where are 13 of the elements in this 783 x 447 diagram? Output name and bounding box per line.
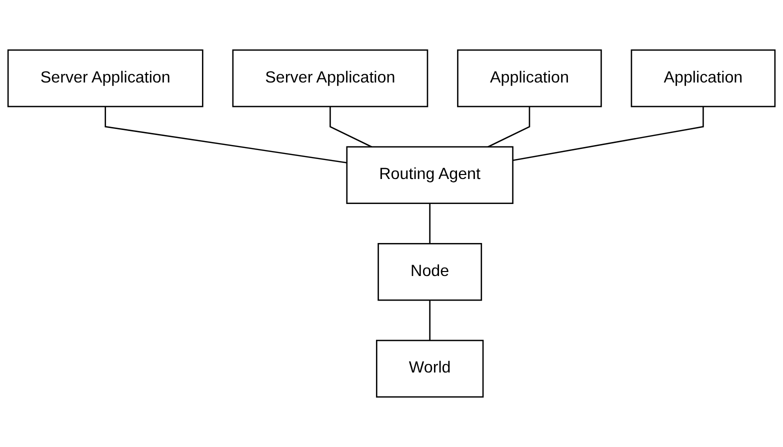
connector — [488, 106, 530, 148]
connector — [512, 106, 704, 162]
connector — [330, 106, 372, 148]
node-box: World — [376, 340, 484, 398]
node-box: Server Application — [232, 49, 428, 108]
node-box: Application — [630, 49, 776, 108]
node-box: Server Application — [7, 49, 204, 108]
node-box: Routing Agent — [346, 146, 514, 204]
node-box: Node — [378, 243, 482, 301]
connector — [429, 300, 430, 340]
node-box: Application — [457, 49, 602, 108]
connector — [429, 203, 430, 244]
connector — [104, 106, 347, 164]
